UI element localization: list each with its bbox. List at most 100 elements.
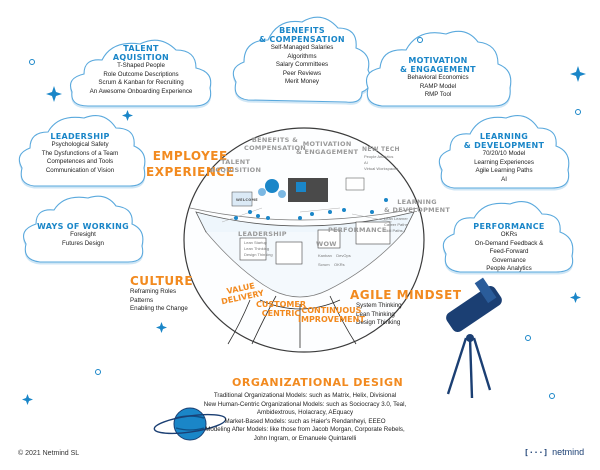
copyright: © 2021 Netmind SL [18,450,80,457]
telescope-illustration [446,277,502,399]
employee-experience-heading: EMPLOYEE EXPERIENCE [146,149,235,179]
cloud-ways-shape [23,195,144,263]
cloud-benefits-item: Self-Managed Salaries [270,44,334,51]
culture-title: CULTURE [130,274,194,288]
org-design-line: John Ingram, or Emanuele Quintarelli [253,434,357,442]
globe-label-benefits: BENEFITS & COMPENSATION [244,136,307,152]
cloud-performance-item: OKRs [500,231,518,238]
org-design-title: ORGANIZATIONAL DESIGN [232,376,404,389]
cloud-learning-shape [438,115,570,189]
globe-learning-item: Lean Learner [384,216,408,221]
cloud-motivation-item: RAMP Model [419,82,457,90]
globe-leadership-list: Lean Startup Lean Thinking Design Thinki… [244,240,273,258]
org-design-line: Market-Based Models: such as Haier's Ren… [224,417,386,425]
cloud-learning-title: LEARNING & DEVELOPMENT [463,132,545,150]
netmind-logo-icon: [···] [524,447,549,457]
org-design-line: Modeling After Models: like those from J… [205,426,405,434]
globe-label-wow: WOW [316,240,337,248]
cloud-performance-shape [442,201,574,273]
continuous-improvement-label: CONTINUOUS IMPROVEMENT [298,306,365,324]
globe-wow-item: OKRs [334,262,345,267]
netmind-logo-text: netmind [552,447,585,457]
culture-item: Patterns [130,296,154,304]
cloud-benefits-title: BENEFITS & COMPENSATION [259,26,345,44]
globe-people [231,177,391,265]
cloud-leadership-title: LEADERSHIP [50,132,110,141]
cloud-learning-item: 70/20/10 Model [482,150,526,157]
ring-sparkles [29,37,581,399]
globe-wow-item: Kanban [318,253,332,258]
cloud-talent: TALENT AQUISITION T-Shaped People Role O… [76,44,206,96]
globe-label-motivation: MOTIVATION & ENGAGEMENT [296,140,359,156]
cloud-ways-item: Foresight [70,231,96,238]
cloud-performance-item: On-Demand Feedback & [474,239,544,247]
globe-label-welcome: WELCOME [236,198,258,202]
globe-wow-item: DevOps [336,253,351,258]
cloud-talent-item: Scrum & Kanban for Recruiting [98,79,184,87]
cloud-ways-item: Futures Design [62,239,104,247]
cloud-talent-title: TALENT AQUISITION [112,44,170,62]
cloud-performance: PERFORMANCE OKRs On-Demand Feedback & Fe… [450,222,568,274]
cloud-benefits-item: Algorithms [287,52,317,60]
cloud-talent-item: Role Outcome Descriptions [103,70,179,78]
cloud-leadership-item: Communication of Vision [45,166,115,174]
cloud-learning-item: AI [501,175,507,183]
globe-label-newtech: NEW TECH [362,146,400,153]
globe-newtech-item: Virtual Workspaces [364,166,399,171]
agile-item: System Thinking [356,302,402,309]
cloud-motivation-shape [365,30,512,107]
cloud-performance-title: PERFORMANCE [473,222,545,231]
netmind-logo: [···] netmind [524,447,584,457]
agile-title: AGILE MINDSET [350,288,462,302]
globe-label-leadership: LEADERSHIP [238,230,287,238]
agile-item: Lean Thinking [356,310,395,318]
globe-leadership-item: Design Thinking [244,252,273,257]
cloud-motivation: MOTIVATION & ENGAGEMENT Behavioral Econo… [376,56,500,100]
globe-label-performance: PERFORMANCE [328,226,387,234]
org-design-list: Traditional Organizational Models: such … [180,392,430,444]
agile-item: Design Thinking [356,319,401,327]
cloud-performance-item: People Analytics [486,265,532,273]
cloud-learning-item: Learning Experiences [474,158,534,166]
cloud-learning-item: Agile Learning Paths [475,167,533,175]
cloud-benefits: BENEFITS & COMPENSATION Self-Managed Sal… [240,26,364,87]
cloud-performance-item: Governance [492,256,526,264]
cloud-motivation-title: MOTIVATION & ENGAGEMENT [400,56,476,74]
globe-label-talent: TALENT ACQUISITION [210,158,262,174]
globe-leadership-item: Lean Startup [244,240,267,245]
cloud-talent-shape [69,39,212,107]
globe-wow-item: Scrum [318,262,330,267]
cloud-motivation-item: Behavioral Economics [407,74,469,81]
globe-newtech-list: People Analytics AI Virtual Workspaces [364,154,398,172]
globe-leadership-item: Lean Thinking [244,246,270,251]
cloud-benefits-item: Salary Committees [275,61,329,69]
cloud-ways: WAYS OF WORKING Foresight Futures Design [28,222,138,248]
cloud-performance-item: Feed-Forward [489,248,529,256]
planet-illustration [153,407,227,441]
culture-item: Reframing Roles [130,288,177,295]
org-design-line: New Human-Centric Organizational Models:… [203,400,407,408]
cloud-benefits-item: Merit Money [284,78,320,86]
cloud-leadership-shape [18,115,146,187]
cloud-learning: LEARNING & DEVELOPMENT 70/20/10 Model Le… [446,132,562,184]
cloud-leadership-item: Competences and Tools [46,158,114,166]
sparkles [22,66,586,405]
cloud-talent-item: An Awesome Onboarding Experience [89,87,193,95]
agile-block: AGILE MINDSET System Thinking Lean Think… [350,288,470,328]
cloud-motivation-item: RMP Tool [424,91,452,99]
org-design-line: Ambidextrous, Holacracy, AEquacy [256,409,354,417]
culture-block: CULTURE Reframing Roles Patterns Enablin… [130,274,222,314]
culture-item: Enabling the Change [130,305,188,313]
customer-centric-label: CUSTOMER CENTRIC [256,300,306,318]
org-design-line: Traditional Organizational Models: such … [213,392,397,399]
globe-wow-list: Kanban DevOps Scrum OKRs [318,250,351,268]
cloud-benefits-item: Peer Reviews [282,69,322,77]
cloud-leadership-item: The Dysfunctions of a Team [41,149,119,157]
cloud-leadership: LEADERSHIP Psychological Safety The Dysf… [22,132,138,175]
globe-learning-list: Lean Learner Career Paths Skill Paths [384,216,408,234]
cloud-talent-item: T-Shaped People [117,62,165,69]
globe-label-learning: LEARNING & DEVELOPMENT [384,198,451,214]
cloud-ways-title: WAYS OF WORKING [36,222,129,231]
globe-newtech-item: People Analytics [364,154,394,159]
